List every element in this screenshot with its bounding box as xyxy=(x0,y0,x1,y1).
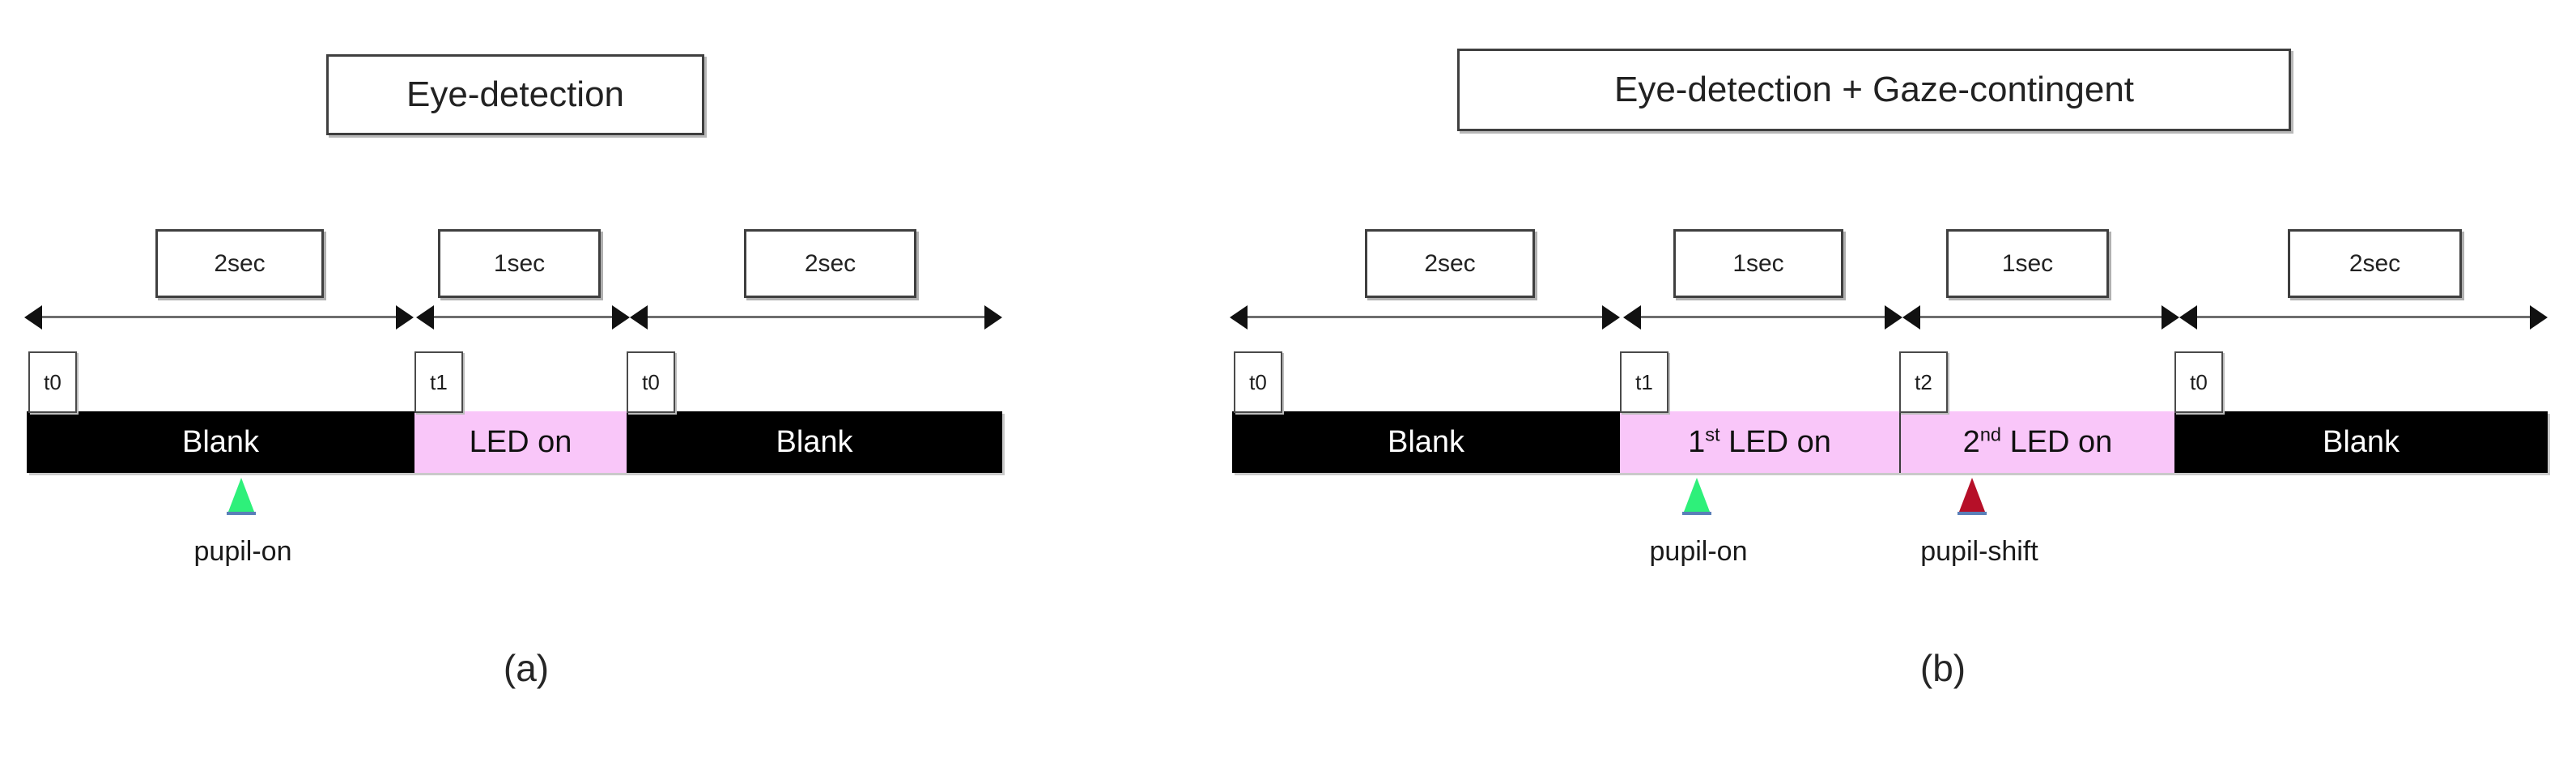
duration-box-a-2: 1sec xyxy=(438,229,601,298)
arrow-head-right-a-2 xyxy=(612,305,630,330)
segment-b-led-2: 2nd LED on xyxy=(1899,411,2174,473)
arrow-head-right-b-3 xyxy=(2162,305,2179,330)
segment-rest: LED on xyxy=(2001,424,2113,459)
duration-label: 2sec xyxy=(214,249,266,277)
segment-rest: LED on xyxy=(1719,424,1831,459)
segment-label: Blank xyxy=(776,424,853,459)
arrow-head-left-a-3 xyxy=(630,305,648,330)
duration-box-b-4: 2sec xyxy=(2288,229,2462,298)
arrow-line-a-1 xyxy=(42,316,402,318)
duration-label: 1sec xyxy=(493,249,546,277)
arrow-line-b-2 xyxy=(1641,316,1891,318)
panel-a-title-text: Eye-detection xyxy=(406,74,625,114)
arrow-head-left-a-1 xyxy=(24,305,42,330)
time-label-text: t1 xyxy=(1635,369,1653,394)
duration-label: 2sec xyxy=(1424,249,1476,277)
segment-a-blank-1: Blank xyxy=(27,411,414,473)
arrow-head-right-b-1 xyxy=(1602,305,1620,330)
time-label-a-t0-end: t0 xyxy=(627,351,675,413)
arrow-head-right-b-2 xyxy=(1885,305,1902,330)
duration-label: 1sec xyxy=(1732,249,1784,277)
segment-b-blank-2: Blank xyxy=(2174,411,2548,473)
duration-label: 2sec xyxy=(804,249,857,277)
segment-b-led-1: 1st LED on xyxy=(1620,411,1899,473)
panel-a-caption: (a) xyxy=(503,647,550,689)
panel-a: Eye-detection 2sec 1sec 2sec t0 t1 xyxy=(0,0,1133,766)
duration-box-b-2: 1sec xyxy=(1673,229,1843,298)
time-label-text: t2 xyxy=(1915,369,1932,394)
arrow-head-left-b-3 xyxy=(1902,305,1920,330)
arrow-head-right-a-1 xyxy=(396,305,414,330)
segment-label: 2nd LED on xyxy=(1962,423,2113,460)
segment-label: LED on xyxy=(469,424,572,459)
segment-b-blank-1: Blank xyxy=(1232,411,1620,473)
segment-a-led: LED on xyxy=(414,411,627,473)
arrow-head-left-b-2 xyxy=(1623,305,1641,330)
segment-label: Blank xyxy=(181,424,260,459)
arrow-head-left-a-2 xyxy=(416,305,434,330)
arrow-line-b-3 xyxy=(1920,316,2168,318)
segment-ordinal-number: 1 xyxy=(1688,424,1706,459)
duration-box-b-3: 1sec xyxy=(1946,229,2109,298)
pupil-on-label-a: pupil-on xyxy=(193,536,292,567)
time-label-text: t0 xyxy=(642,369,660,394)
duration-box-b-1: 2sec xyxy=(1365,229,1535,298)
arrow-head-left-b-4 xyxy=(2179,305,2197,330)
panel-a-title-box: Eye-detection xyxy=(326,54,704,135)
arrow-head-left-b-1 xyxy=(1230,305,1248,330)
arrow-head-right-b-4 xyxy=(2530,305,2548,330)
duration-label: 2sec xyxy=(2349,249,2401,277)
time-label-b-t2: t2 xyxy=(1899,351,1948,413)
arrow-line-a-2 xyxy=(434,316,618,318)
time-label-text: t0 xyxy=(2190,369,2208,394)
arrow-line-b-4 xyxy=(2197,316,2531,318)
arrow-head-right-a-3 xyxy=(984,305,1002,330)
segment-label: 1st LED on xyxy=(1688,423,1831,460)
time-label-a-t1: t1 xyxy=(414,351,463,413)
segment-ordinal-suffix: st xyxy=(1705,423,1720,445)
pupil-shift-marker-b xyxy=(1959,478,1985,512)
pupil-on-marker-base-b xyxy=(1682,512,1711,515)
panel-b-caption: (b) xyxy=(1919,647,1966,689)
timeline-bar-b: Blank 1st LED on 2nd LED on Blank xyxy=(1232,411,2548,473)
time-label-a-t0-start: t0 xyxy=(28,351,77,413)
duration-label: 1sec xyxy=(2001,249,2054,277)
segment-ordinal-suffix: nd xyxy=(1979,423,2002,445)
time-label-text: t0 xyxy=(1249,369,1267,394)
time-label-b-t0-start: t0 xyxy=(1234,351,1282,413)
time-label-b-t1: t1 xyxy=(1620,351,1668,413)
pupil-on-label-b: pupil-on xyxy=(1649,536,1748,567)
segment-a-blank-2: Blank xyxy=(627,411,1002,473)
pupil-on-marker-base-a xyxy=(227,512,256,515)
pupil-on-marker-b xyxy=(1684,478,1710,512)
time-label-text: t0 xyxy=(44,369,62,394)
timeline-bar-a: Blank LED on Blank xyxy=(27,411,1002,473)
pupil-on-marker-a xyxy=(228,478,254,512)
arrow-line-a-3 xyxy=(648,316,986,318)
segment-label: Blank xyxy=(1387,424,1465,459)
time-label-b-t0-end: t0 xyxy=(2174,351,2223,413)
arrow-line-b-1 xyxy=(1248,316,1609,318)
segment-label: Blank xyxy=(2322,424,2400,459)
duration-box-a-3: 2sec xyxy=(744,229,916,298)
duration-box-a-1: 2sec xyxy=(155,229,324,298)
panel-b-title-box: Eye-detection + Gaze-contingent xyxy=(1457,49,2291,131)
segment-ordinal-number: 2 xyxy=(1962,424,1980,459)
time-label-text: t1 xyxy=(430,369,448,394)
pupil-shift-label-b: pupil-shift xyxy=(1920,536,2038,567)
pupil-shift-marker-base-b xyxy=(1958,512,1987,515)
panel-b-title-text: Eye-detection + Gaze-contingent xyxy=(1613,70,2135,109)
